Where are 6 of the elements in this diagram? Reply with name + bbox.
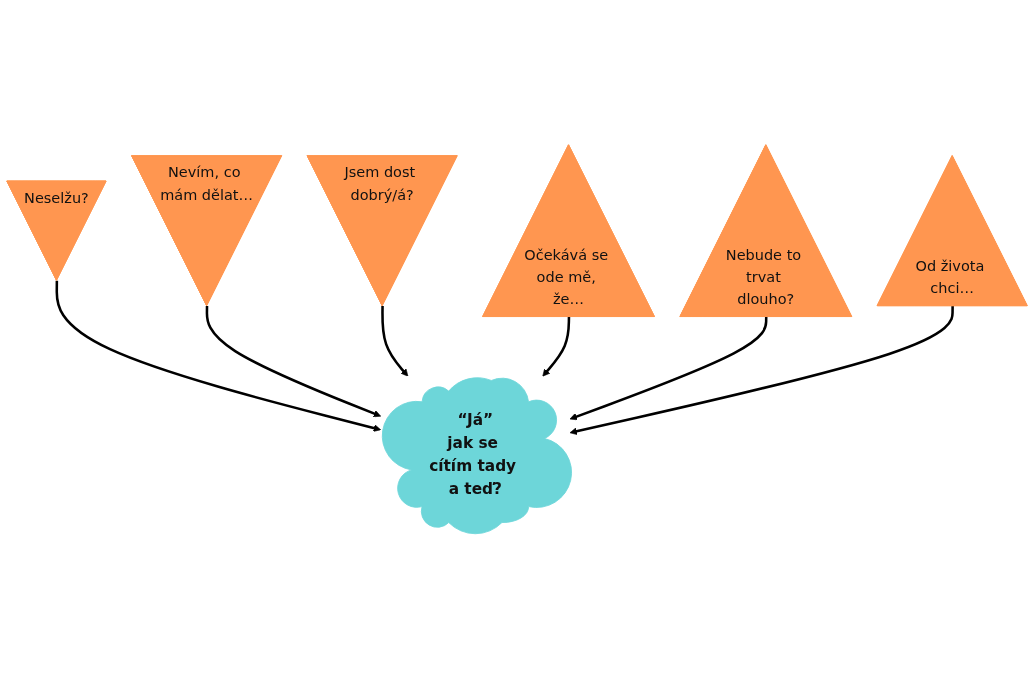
arrow — [569, 316, 768, 420]
arrow — [542, 316, 571, 377]
arrow — [569, 305, 954, 435]
arrow — [381, 305, 409, 377]
arrow — [205, 305, 381, 417]
arrow — [55, 280, 381, 432]
